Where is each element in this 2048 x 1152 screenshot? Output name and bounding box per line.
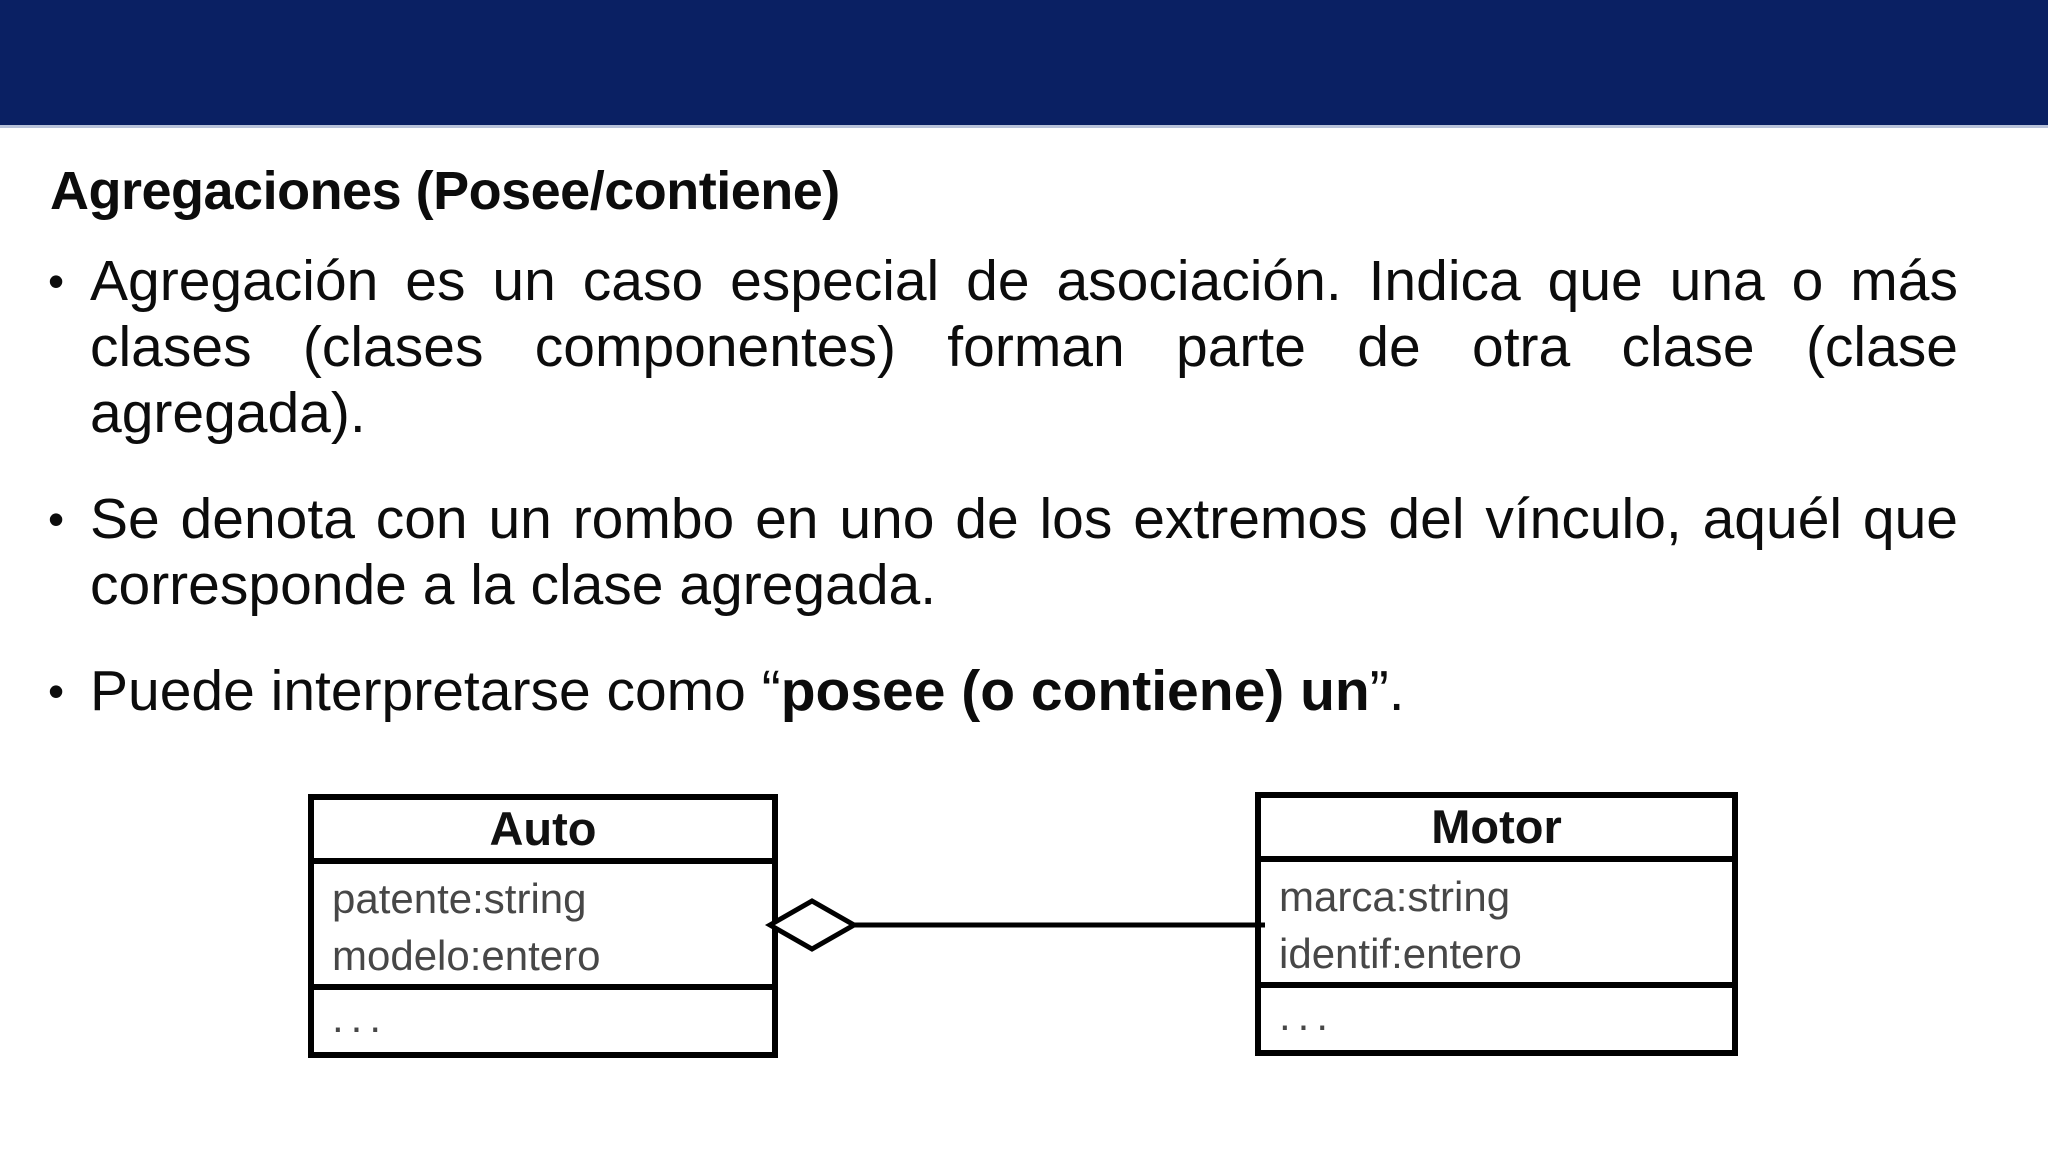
bullet-text: Puede interpretarse como “ [90, 659, 781, 723]
attribute-row: marca:string [1279, 873, 1511, 920]
uml-class-auto: Auto patente:string modelo:entero ... [308, 794, 778, 1058]
uml-class-auto-name: Auto [314, 800, 772, 864]
attribute-row: identif:entero [1279, 930, 1522, 977]
page-title: Agregaciones (Posee/contiene) [50, 161, 840, 221]
bullet-text: Agregación es un caso especial de asocia… [90, 249, 1958, 445]
aggregation-diamond-icon [764, 898, 860, 952]
uml-class-motor-more: ... [1279, 992, 1336, 1039]
uml-class-auto-more: ... [332, 994, 389, 1041]
bullet-text: Se denota con un rombo en uno de los ext… [90, 487, 1958, 617]
uml-class-motor: Motor marca:string identif:entero ... [1255, 792, 1738, 1056]
bullet-icon: • [48, 493, 65, 545]
bullet-item: • Se denota con un rombo en uno de los e… [48, 486, 1958, 618]
aggregation-connector [764, 898, 1265, 952]
bullet-list: • Agregación es un caso especial de asoc… [48, 248, 1958, 724]
attribute-row: modelo:entero [332, 932, 601, 979]
bullet-item: • Puede interpretarse como “posee (o cont… [48, 658, 1958, 724]
bullet-icon: • [48, 255, 65, 307]
bullet-text: ”. [1369, 659, 1405, 723]
uml-class-motor-name: Motor [1261, 798, 1732, 862]
bullet-item: • Agregación es un caso especial de asoc… [48, 248, 1958, 446]
uml-class-motor-attributes: marca:string identif:entero [1261, 862, 1732, 988]
attribute-row: patente:string [332, 875, 587, 922]
bullet-icon: • [48, 665, 65, 717]
uml-class-auto-attributes: patente:string modelo:entero [314, 864, 772, 990]
header-bar [0, 0, 2048, 128]
bullet-text-bold: posee (o contiene) un [780, 659, 1370, 723]
